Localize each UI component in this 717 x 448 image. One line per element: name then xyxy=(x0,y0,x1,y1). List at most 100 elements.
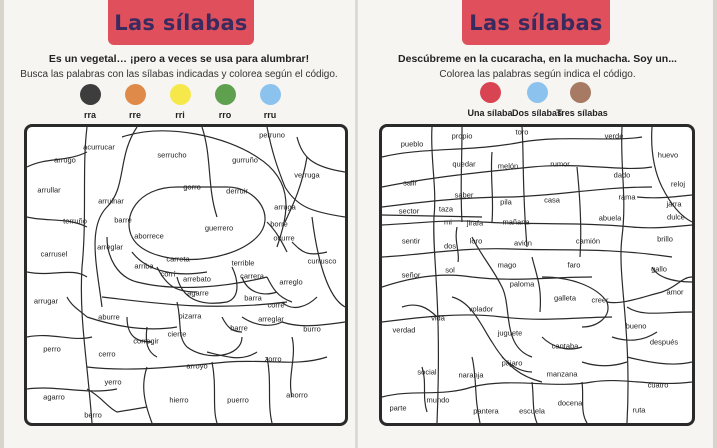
legend-label-three-syllables: Tres sílabas xyxy=(556,108,608,118)
word-reloj: reloj xyxy=(670,179,686,189)
word-yerro: yerro xyxy=(104,377,122,387)
word-verdad: verdad xyxy=(392,325,416,335)
word-terrible: terrible xyxy=(231,258,255,268)
left-puzzle-lines xyxy=(27,127,345,423)
word-aborrece: aborrece xyxy=(134,231,164,241)
book-gutter xyxy=(355,0,358,448)
word-dulce: dulce xyxy=(667,212,685,222)
word-pantera: pantera xyxy=(473,406,499,416)
word-pizarra: pizarra xyxy=(178,311,202,321)
left-title: Las sílabas xyxy=(114,10,248,35)
word-verde: verde xyxy=(604,131,624,141)
legend-dot-rri xyxy=(170,84,191,105)
legend-label-two-syllables: Dos sílabas xyxy=(511,108,563,118)
word-ruta: ruta xyxy=(632,405,646,415)
page-edge-right xyxy=(713,0,717,448)
word-burro: burro xyxy=(303,324,321,334)
word-parte: parte xyxy=(389,403,407,413)
word-corregir: corregir xyxy=(133,336,159,346)
legend-dot-one-syllable xyxy=(480,82,501,103)
left-coloring-puzzle: perruno acurrucar serrucho gurruño arrug… xyxy=(24,124,348,426)
word-toro: toro xyxy=(515,127,529,137)
legend-label-rri: rri xyxy=(175,110,185,120)
word-verruga: verruga xyxy=(294,170,320,180)
right-page: Las sílabas Descúbreme en la cucaracha, … xyxy=(358,0,717,448)
word-senor: señor xyxy=(401,270,421,280)
word-quedar: quedar xyxy=(452,159,476,169)
word-arrugo: arrugo xyxy=(54,155,76,165)
word-mundo: mundo xyxy=(426,395,450,405)
word-manzana: manzana xyxy=(546,369,578,379)
word-carrera: carrera xyxy=(240,271,264,281)
word-naranja: naranja xyxy=(458,370,484,380)
word-derruir: derruir xyxy=(226,186,248,196)
word-perruno: perruno xyxy=(259,130,285,140)
right-title-banner: Las sílabas xyxy=(462,0,610,45)
word-pajaro: pájaro xyxy=(501,358,523,368)
word-gallo: gallo xyxy=(651,264,667,274)
left-page: Las sílabas Es un vegetal… ¡pero a veces… xyxy=(0,0,358,448)
word-abuela: abuela xyxy=(598,213,622,223)
word-salir: salir xyxy=(403,178,417,188)
left-riddle: Es un vegetal… ¡pero a veces se usa para… xyxy=(48,53,310,65)
word-agarro: agarro xyxy=(43,392,65,402)
word-barre-2: barre xyxy=(230,323,248,333)
word-avion: avión xyxy=(514,238,532,248)
word-volador: volador xyxy=(468,304,494,314)
word-cuatro: cuatro xyxy=(647,380,669,390)
word-acurrucar: acurrucar xyxy=(83,142,115,152)
word-social: social xyxy=(417,367,437,377)
legend-dot-rru xyxy=(260,84,281,105)
word-taza: taza xyxy=(438,204,454,214)
word-juguete: juguete xyxy=(497,328,523,338)
word-dos: dos xyxy=(443,241,457,251)
word-arreglar-1: arreglar xyxy=(97,242,123,252)
legend-label-rro: rro xyxy=(218,110,232,120)
word-vida: vida xyxy=(431,313,445,323)
word-casa: casa xyxy=(544,195,560,205)
word-sector: sector xyxy=(398,206,420,216)
word-sentir: sentir xyxy=(401,236,421,246)
word-corre: corre xyxy=(267,300,285,310)
legend-label-rre: rre xyxy=(128,110,141,120)
word-guerrero: guerrero xyxy=(204,223,234,233)
word-gorro: gorro xyxy=(183,182,201,192)
word-cierre: cierre xyxy=(167,329,187,339)
word-arroyo: arroyo xyxy=(186,361,208,371)
word-dado: dado xyxy=(613,170,631,180)
word-ocurre: ocurre xyxy=(273,233,295,243)
word-berro: berro xyxy=(84,410,102,420)
word-barra: barra xyxy=(244,293,262,303)
word-puerro: puerro xyxy=(227,395,249,405)
right-puzzle-lines xyxy=(382,127,692,423)
right-instruction: Colorea las palabras según indica el cód… xyxy=(439,69,636,80)
word-pueblo: pueblo xyxy=(400,139,424,149)
word-zorro: zorro xyxy=(264,354,282,364)
word-huevo: huevo xyxy=(657,150,679,160)
word-creer: creer xyxy=(591,295,609,305)
word-carreta: carreta xyxy=(166,254,190,264)
word-arrebato: arrebato xyxy=(183,274,211,284)
word-bueno: bueno xyxy=(625,321,647,331)
word-mi: mi xyxy=(444,217,452,227)
legend-label-rru: rru xyxy=(263,110,277,120)
word-corri: corrí xyxy=(160,269,176,279)
word-terruno: terruño xyxy=(63,216,87,226)
word-saber: saber xyxy=(454,190,474,200)
word-paloma: paloma xyxy=(509,279,535,289)
word-agarre: agarre xyxy=(187,288,209,298)
word-hierro: hierro xyxy=(169,395,189,405)
word-docena: docena xyxy=(557,398,583,408)
legend-dot-rra xyxy=(80,84,101,105)
word-barre-1: barre xyxy=(114,215,132,225)
word-jirafa: jirafa xyxy=(466,218,484,228)
right-title: Las sílabas xyxy=(469,10,603,35)
legend-dot-two-syllables xyxy=(527,82,548,103)
legend-dot-rre xyxy=(125,84,146,105)
word-propio: propio xyxy=(451,131,473,141)
left-instruction: Busca las palabras con las sílabas indic… xyxy=(20,69,338,80)
word-cantaba: cantaba xyxy=(551,341,579,351)
word-mago: mago xyxy=(497,260,517,270)
word-loro: loro xyxy=(469,236,483,246)
left-title-banner: Las sílabas xyxy=(108,0,254,45)
